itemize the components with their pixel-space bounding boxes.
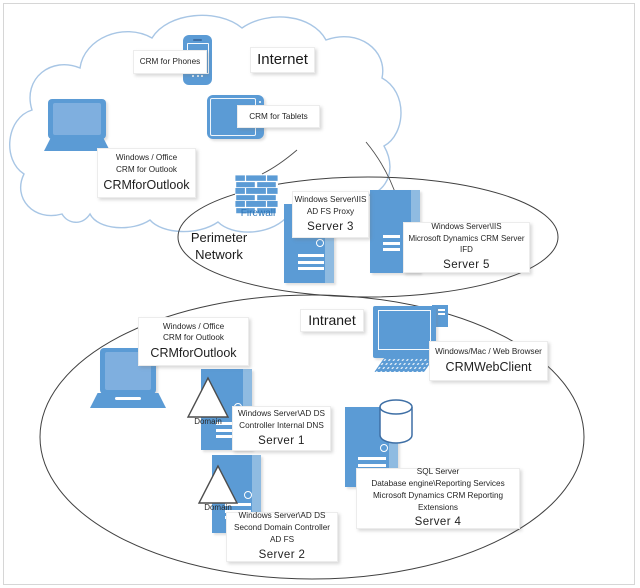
laptop-intranet-base-icon	[90, 393, 166, 408]
phone-buttons	[183, 64, 212, 82]
firewall-label: Firewall	[240, 208, 276, 219]
internet-zone-title: Internet	[250, 47, 315, 73]
firewall-icon	[235, 175, 278, 214]
crm-for-outlook-internet-label: Windows / Office CRM for Outlook CRMforO…	[97, 148, 196, 198]
server4-label: SQL Server Database engine\Reporting Ser…	[356, 467, 520, 529]
crm-for-outlook-intranet-label: Windows / Office CRM for Outlook CRMforO…	[138, 317, 249, 366]
domain-label-2: Domain	[204, 503, 232, 512]
database-cylinder-icon	[379, 399, 413, 444]
perimeter-zone-title: Perimeter Network	[190, 230, 248, 262]
server3-label: Windows Server\IIS AD FS Proxy Server 3	[292, 191, 369, 238]
domain-triangle-icon-1	[186, 376, 230, 418]
server2-label: Windows Server\AD DS Second Domain Contr…	[226, 511, 338, 562]
intranet-zone-title: Intranet	[300, 309, 364, 332]
desktop-monitor-icon	[373, 306, 436, 358]
desktop-rear-unit-icon	[432, 305, 448, 327]
server1-label: Windows Server\AD DS Controller Internal…	[232, 406, 331, 451]
domain-triangle-icon-2	[197, 464, 239, 504]
perimeter-network-ellipse	[177, 176, 559, 298]
laptop-internet-screen-icon	[48, 99, 106, 139]
page-border	[3, 3, 635, 585]
server5-label: Windows Server\IIS Microsoft Dynamics CR…	[403, 222, 530, 273]
crm-for-phones-text: CRM for Phones	[139, 57, 201, 67]
phone-speaker	[193, 38, 202, 41]
domain-label-1: Domain	[194, 417, 222, 426]
crm-for-tablets-text: CRM for Tablets	[249, 111, 308, 121]
intranet-ellipse	[39, 294, 585, 580]
crm-web-client-label: Windows/Mac / Web Browser CRMWebClient	[429, 341, 548, 381]
laptop-internet-base-icon	[44, 138, 110, 151]
connector-cloud-firewall	[261, 149, 298, 175]
crm-for-phones-label: CRM for Phones	[133, 50, 207, 74]
desktop-keyboard-icon	[374, 358, 434, 372]
crm-for-tablets-label: CRM for Tablets	[237, 105, 320, 128]
